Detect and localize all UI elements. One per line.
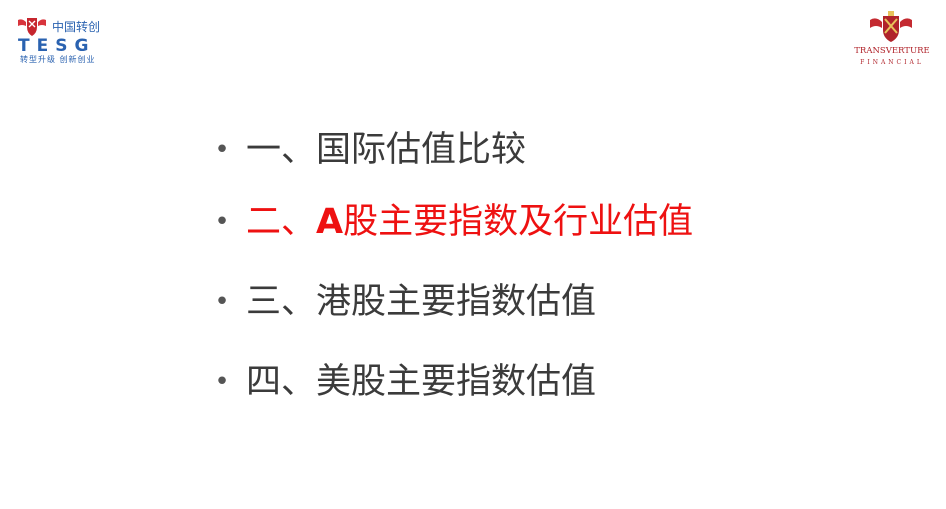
- agenda-item-prefix: 四、: [246, 362, 317, 402]
- agenda-item: • 三、港股主要指数估值: [212, 282, 693, 322]
- logo-slogan: 转型升级 创新创业: [20, 55, 96, 64]
- crossed-keys-crest-icon: [870, 11, 912, 42]
- bullet-icon: •: [214, 287, 230, 317]
- agenda-item-text: 美股主要指数估值: [316, 362, 597, 402]
- logo-brand: TRANSVERTURE: [854, 46, 930, 56]
- agenda-item: • 四、美股主要指数估值: [212, 362, 693, 402]
- agenda-item-text: 国际估值比较: [316, 130, 527, 170]
- transverture-logo: TRANSVERTURE FINANCIAL: [846, 10, 938, 70]
- logo-cn-name: 中国转创: [52, 20, 101, 34]
- agenda-item: • 一、国际估值比较: [212, 130, 693, 170]
- agenda-item-text: 港股主要指数估值: [316, 282, 597, 322]
- agenda-item-prefix: 二、: [246, 202, 317, 242]
- agenda-item-active: • 二、A股主要指数及行业估值: [212, 202, 693, 242]
- logo-abbr: TESG: [18, 36, 96, 56]
- agenda-list: • 一、国际估值比较 • 二、A股主要指数及行业估值 • 三、港股主要指数估值 …: [212, 130, 693, 402]
- tesg-logo: 中国转创 TESG 转型升级 创新创业: [14, 12, 114, 68]
- logo-sub: FINANCIAL: [860, 59, 924, 66]
- bullet-icon: •: [214, 367, 230, 397]
- agenda-item-prefix: 三、: [246, 282, 317, 322]
- bullet-icon: •: [214, 207, 230, 237]
- bullet-icon: •: [214, 135, 230, 165]
- agenda-item-text: 股主要指数及行业估值: [343, 202, 694, 242]
- agenda-item-prefix: 一、: [246, 130, 317, 170]
- shield-wings-icon: [18, 18, 46, 36]
- agenda-item-letter: A: [316, 202, 344, 242]
